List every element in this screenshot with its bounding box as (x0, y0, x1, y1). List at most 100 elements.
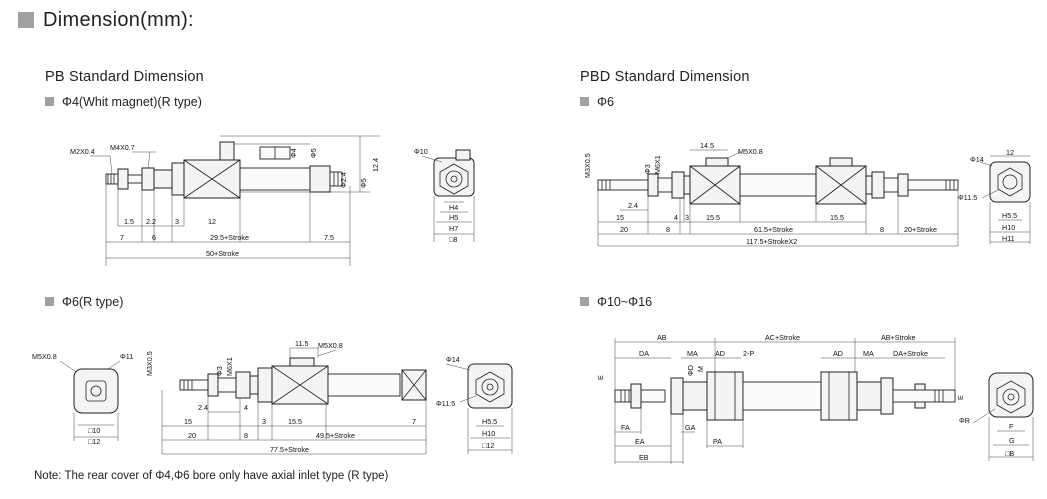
thread-label: M3X0.5 (145, 351, 154, 376)
pbd-phi6-drawing: M3X0.5 Φ3 M6X1 14.5 M5X0.8 2.4 4 15 3 15… (583, 141, 959, 247)
dim-label: GA (685, 423, 696, 432)
pbd-phi10-16-end-view: ΦR F G □B (959, 372, 1034, 461)
dim-label: □12 (482, 441, 494, 450)
dim-label: Φ14 (970, 155, 984, 164)
dim-value: 4 (674, 213, 678, 222)
dim-value: 8 (880, 225, 884, 234)
dim-value: 7.5 (324, 233, 334, 242)
footnote: Note: The rear cover of Φ4,Φ6 bore only … (34, 470, 389, 482)
dim-label: G (1009, 436, 1015, 445)
thread-label: M6X1 (653, 155, 662, 174)
pb-section-title: PB Standard Dimension (45, 69, 204, 85)
dim-value: 20+Stroke (904, 225, 937, 234)
pbd-sub1-label: Φ6 (580, 95, 614, 109)
square-bullet-icon (580, 97, 589, 106)
pb-phi6-left-end-view: M5X0.8 Φ11 □10 □12 (32, 352, 133, 446)
dim-label: DA (639, 349, 649, 358)
dim-value: 2.2 (146, 217, 156, 226)
dim-value: 7 (412, 417, 416, 426)
dim-label: □8 (449, 235, 457, 244)
pbd-phi6-end-view: Φ14 12 Φ11.5 H5.5 H10 H11 (958, 148, 1031, 244)
pb-phi4-end-view: Φ10 H4 H5 H7 □8 (414, 147, 475, 244)
dim-value: 15 (616, 213, 624, 222)
pbd-sub2-label: Φ10~Φ16 (580, 295, 652, 309)
dim-value: 77.5+Stroke (270, 445, 309, 454)
dim-value: 3 (685, 213, 689, 222)
dim-value: 61.5+Stroke (754, 225, 793, 234)
dim-label: Φ3 (643, 164, 652, 174)
dim-label: Φ5 (309, 148, 318, 158)
dim-label: EA (635, 437, 645, 446)
dim-value: 117.5+StrokeX2 (746, 237, 797, 246)
dim-value: 12 (208, 217, 216, 226)
dim-value: 20 (188, 431, 196, 440)
dim-value: 7 (120, 233, 124, 242)
square-bullet-icon (45, 97, 54, 106)
dim-value: 14.5 (700, 141, 714, 150)
header-square-icon (18, 12, 34, 28)
dim-label: Φ2.4 (339, 172, 348, 188)
dim-value: 15.5 (288, 417, 302, 426)
dim-value: 8 (666, 225, 670, 234)
dim-label: 2-P (743, 349, 754, 358)
dim-value: 3 (262, 417, 266, 426)
dim-label: E (956, 395, 965, 400)
pb-phi6-right-end-view: Φ14 Φ11.5 H5.5 H10 □12 (436, 355, 513, 454)
dim-label: ΦR (959, 416, 970, 425)
thread-label: M4X0.7 (110, 143, 135, 152)
dim-label: Φ5 (359, 178, 368, 188)
dim-label: H4 (449, 203, 458, 212)
dim-value: 50+Stroke (206, 249, 239, 258)
dim-label: E (596, 375, 605, 380)
dim-label: DA+Stroke (893, 349, 928, 358)
pb-phi6-drawing: M3X0.5 Φ3 M6X1 11.5 M5X0.8 2.4 4 15 3 15… (145, 339, 427, 455)
dim-label: H5.5 (482, 417, 497, 426)
dim-value: 3 (175, 217, 179, 226)
square-bullet-icon (580, 297, 589, 306)
square-bullet-icon (45, 297, 54, 306)
dim-value: 11.5 (295, 339, 308, 348)
dim-value: 6 (152, 233, 156, 242)
dim-label: Φ14 (446, 355, 460, 364)
thread-label: M5X0.8 (738, 147, 763, 156)
dim-label: H5.5 (1002, 211, 1017, 220)
dim-value: 15 (184, 417, 192, 426)
dim-label: F (1009, 422, 1014, 431)
dim-value: 1.5 (124, 217, 134, 226)
dim-label: □B (1005, 449, 1014, 458)
pbd-section-title: PBD Standard Dimension (580, 69, 750, 85)
pbd-phi10-16-drawing: AB AC+Stroke AB+Stroke DA MA AD 2-P AD M… (596, 333, 965, 464)
thread-label: M2X0.4 (70, 147, 95, 156)
dim-label: MA (863, 349, 874, 358)
dim-value: 2.4 (628, 201, 638, 210)
dim-label: ΦD (686, 365, 695, 376)
dim-label: EB (639, 453, 649, 462)
dim-value: 29.5+Stroke (210, 233, 249, 242)
pb-phi4-drawing: M2X0.4 M4X0.7 12.4 Φ5 Φ2.4 Φ4 Φ5 1.5 2.2… (70, 135, 380, 266)
dim-label: MA (687, 349, 698, 358)
dim-value: 15.5 (706, 213, 720, 222)
dim-label: □10 (88, 426, 100, 435)
dim-label: H11 (1002, 234, 1015, 243)
dim-label: H5 (449, 213, 458, 222)
dim-label: AB+Stroke (881, 333, 916, 342)
dim-label: 12 (1006, 148, 1014, 157)
dim-value: 20 (620, 225, 628, 234)
page-title: Dimension(mm): (43, 9, 194, 31)
dim-label: Φ11.5 (436, 399, 455, 408)
dim-label: M (696, 366, 705, 372)
dim-label: H10 (1002, 223, 1015, 232)
dim-label: □12 (88, 437, 100, 446)
dim-label: H10 (482, 429, 495, 438)
dim-label: PA (713, 437, 722, 446)
dim-label: AC+Stroke (765, 333, 800, 342)
dim-label: AD (833, 349, 843, 358)
dim-value: 15.5 (830, 213, 844, 222)
dim-label: H7 (449, 224, 458, 233)
dim-label: FA (621, 423, 630, 432)
pb-sub2-label: Φ6(R type) (45, 295, 123, 309)
dim-label: AB (657, 333, 667, 342)
dim-value: 8 (244, 431, 248, 440)
dim-label: Φ4 (289, 148, 298, 158)
thread-label: M5X0.8 (318, 341, 343, 350)
